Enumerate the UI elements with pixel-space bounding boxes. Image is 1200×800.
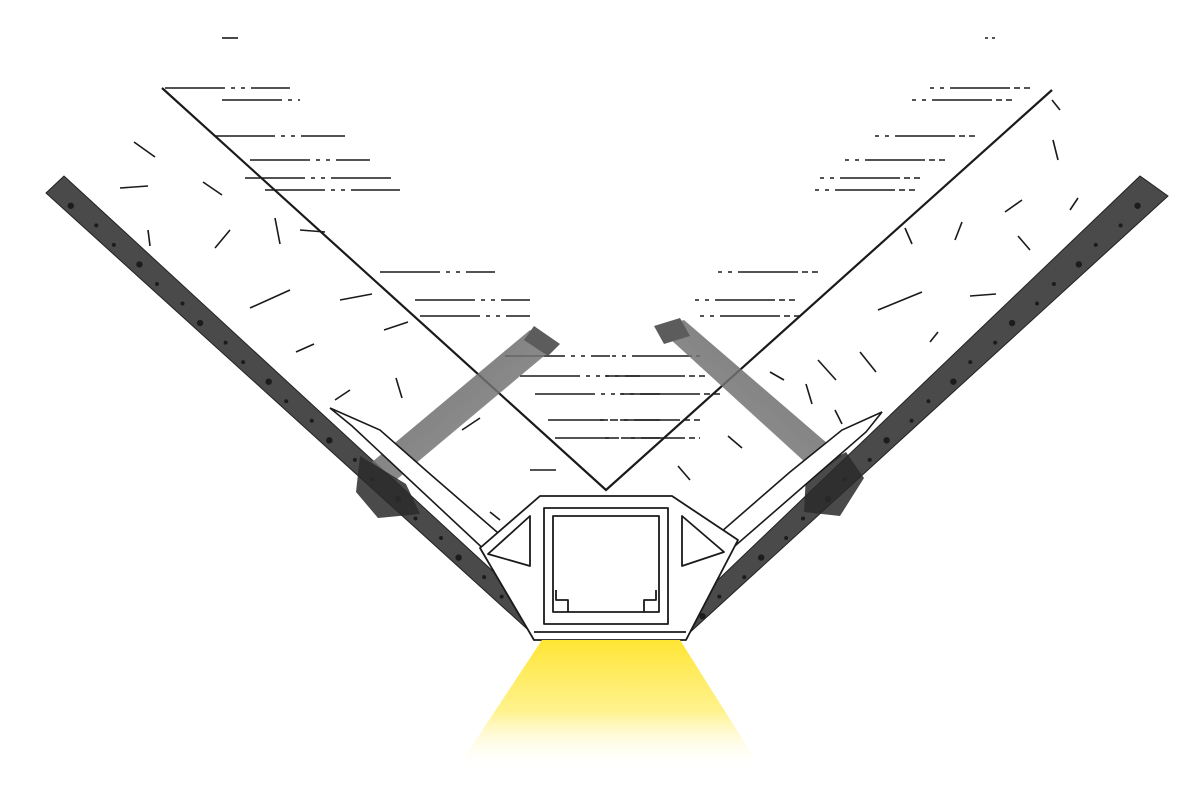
hatch-stroke [929,331,939,343]
hatch-stroke [461,417,481,431]
fastener-dot [1075,261,1083,268]
hatch-stroke [954,221,963,241]
fastener-dot [241,360,246,365]
fastener-dot [1051,281,1056,286]
aluminium-profile [479,495,739,641]
hatch-stroke [133,141,156,158]
hatch-stroke [859,351,877,373]
fastener-dot [67,202,74,209]
fastener-dot [154,281,159,286]
fastener-dot [94,223,99,228]
hatch-stroke [1051,99,1061,111]
fastener-dot [801,516,805,521]
hatch-stroke [805,383,813,405]
fastener-dot [867,457,872,462]
hatch-stroke [383,321,409,331]
fastener-dot [1093,242,1098,247]
hatch-stroke [817,359,837,381]
hatch-stroke [395,377,403,399]
fastener-dot [482,575,487,580]
fastener-dot [180,301,185,306]
concrete-hatching [119,37,1079,521]
hatch-stroke [877,291,923,311]
fastener-dot [136,261,143,268]
fastener-dot [223,340,228,345]
fastener-dot [968,360,973,365]
hatch-stroke [834,409,843,425]
hatch-stroke [202,181,223,196]
fastener-dot [352,457,357,462]
fastener-dot [950,378,957,385]
fastener-dot [284,399,289,404]
hatch-stroke [904,227,913,245]
corner-inner-outline [161,87,1053,492]
hatch-stroke [1069,197,1079,211]
hatch-stroke [969,293,997,297]
fastener-dot [1118,223,1123,228]
left-screw [356,326,560,518]
board-fastener-dots [67,202,531,620]
hatch-stroke [769,371,785,381]
fastener-dot [784,536,789,541]
hatch-stroke [339,293,373,301]
hatch-stroke [295,343,315,353]
hatch-stroke [1052,139,1059,161]
fastener-dot [1134,202,1141,209]
fastener-dot [993,340,998,345]
fastener-dot [499,594,504,599]
hatch-stroke [119,185,149,189]
fastener-dot [909,418,914,423]
hatch-stroke [249,289,291,309]
fastener-dot [1008,319,1016,327]
fastener-dot [883,437,890,444]
fastener-dot [196,319,204,327]
hatch-stroke [727,435,743,449]
fastener-dot [265,378,272,385]
fastener-dot [699,613,706,620]
hatch-stroke [147,229,151,247]
fastener-dot [111,242,116,247]
hatch-stroke [274,217,281,245]
fastener-dot [455,554,462,561]
hatch-stroke [489,511,501,521]
fastener-dot [757,554,765,561]
hatch-stroke [334,389,351,401]
fastener-dot [309,418,314,423]
light-beam [456,640,762,770]
fastener-dot [413,516,418,521]
fastener-dot [1035,301,1039,306]
fastener-dot [326,437,333,444]
hatch-stroke [677,465,691,481]
fastener-dot [742,575,747,580]
hatch-stroke [1004,199,1023,213]
hatch-stroke [1017,235,1031,251]
hatch-stroke [214,229,231,249]
fastener-dot [439,536,444,541]
fastener-dot [926,399,931,404]
right-screw [654,318,864,516]
fastener-dot [717,594,722,599]
